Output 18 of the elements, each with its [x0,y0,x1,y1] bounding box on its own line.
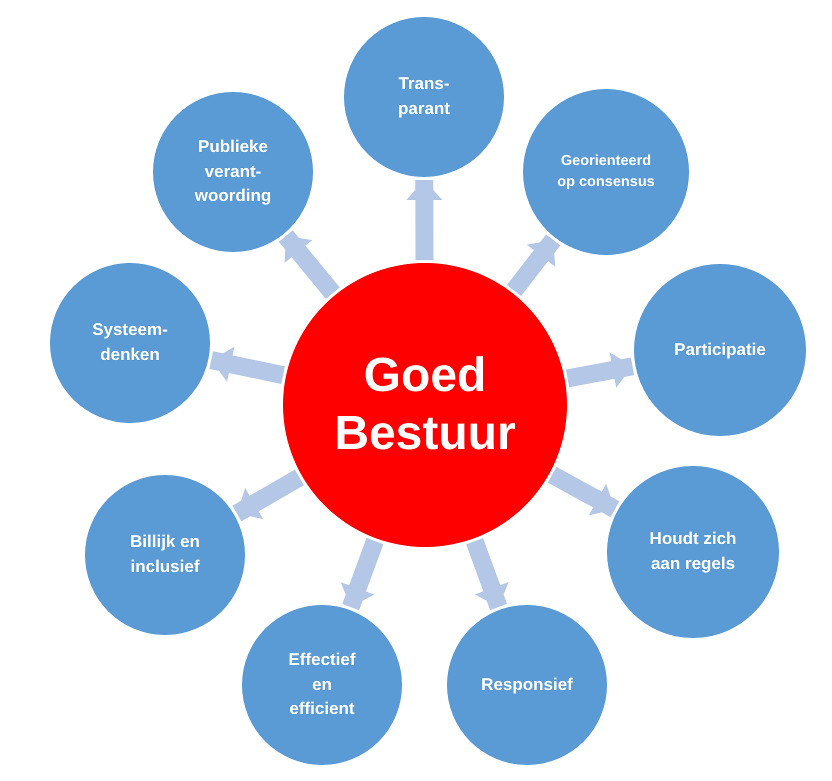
node-label: Billijk en inclusief [129,531,201,578]
block-arrow [340,538,384,610]
block-arrow [548,466,620,518]
block-arrow [232,470,304,522]
node-label: Systeem- denken [91,319,169,366]
block-arrow [406,180,442,260]
node-label: Responsief [480,674,574,696]
node-label: Trans- parant [397,73,451,120]
node-label: Effectief en efficient [287,649,357,720]
node-label: Participatie [673,338,767,361]
block-arrow [506,234,560,296]
block-arrow [209,346,285,384]
node-label: Goed Bestuur [333,348,517,462]
node-label: Georienteerd op consensus [556,152,656,192]
node-label: Publieke verant- woording [194,136,272,208]
block-arrow [278,230,340,299]
block-arrow [566,352,634,388]
node-label: Houdt zich aan regels [648,528,738,575]
